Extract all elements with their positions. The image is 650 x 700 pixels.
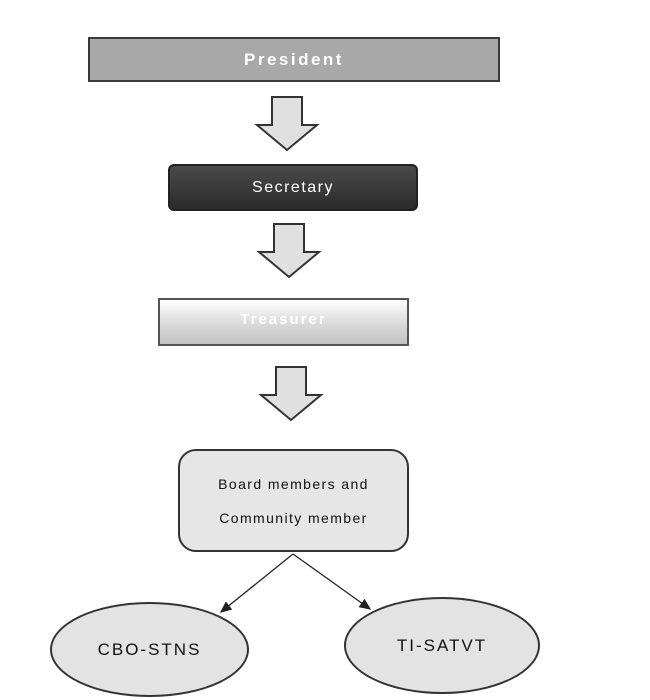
connector-to-ti (292, 553, 372, 610)
secretary-box: Secretary (168, 164, 418, 211)
block-arrow-1 (254, 96, 320, 152)
cbo-ellipse: CBO-STNS (50, 602, 249, 697)
president-label: President (244, 49, 344, 69)
board-label-line2: Community member (219, 509, 368, 526)
ti-ellipse: TI-SATVT (344, 597, 540, 694)
president-box: President (88, 37, 500, 82)
board-box: Board members and Community member (178, 449, 409, 552)
block-arrow-2 (256, 223, 322, 279)
secretary-label: Secretary (252, 178, 334, 196)
connector-to-cbo (219, 553, 294, 613)
block-arrow-3 (258, 366, 324, 422)
treasurer-label: Treasurer (240, 311, 327, 328)
ti-label: TI-SATVT (396, 635, 488, 655)
board-label-line1: Board members and (218, 475, 369, 492)
treasurer-box: Treasurer (158, 298, 409, 346)
cbo-label: CBO-STNS (97, 639, 202, 659)
